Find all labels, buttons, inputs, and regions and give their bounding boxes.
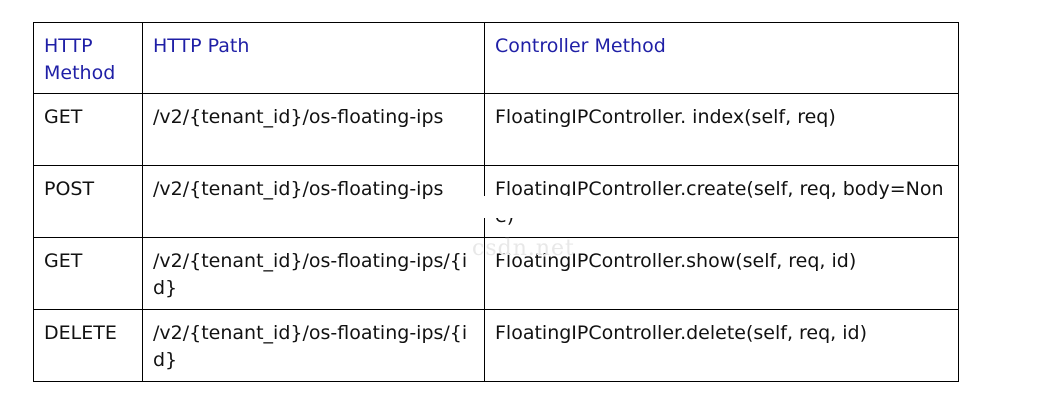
controller-text: FloatingIPController. index(self, req) (495, 106, 836, 128)
table-row: GET /v2/{tenant_id}/os-floating-ips/{id}… (33, 237, 959, 310)
routes-table: HTTP Method HTTP Path Controller Method … (33, 22, 959, 382)
cell-controller: FloatingIPController.delete(self, req, i… (484, 309, 959, 382)
cell-controller: FloatingIPController. index(self, req) (484, 93, 959, 166)
cell-method: GET (33, 237, 143, 310)
controller-text: FloatingIPController.delete(self, req, i… (495, 322, 868, 344)
cell-path: /v2/{tenant_id}/os-floating-ips (142, 93, 485, 166)
cell-controller: FloatingIPController.show(self, req, id) (484, 237, 959, 310)
table-header-row: HTTP Method HTTP Path Controller Method (33, 22, 959, 94)
path-text: /v2/{tenant_id}/os-floating-ips/{id} (153, 322, 468, 371)
cell-method: DELETE (33, 309, 143, 382)
table-row: DELETE /v2/{tenant_id}/os-floating-ips/{… (33, 309, 959, 382)
cell-path: /v2/{tenant_id}/os-floating-ips/{id} (142, 237, 485, 310)
border-gap (484, 196, 592, 218)
cell-path: /v2/{tenant_id}/os-floating-ips/{id} (142, 309, 485, 382)
cell-method: POST (33, 165, 143, 238)
path-text: /v2/{tenant_id}/os-floating-ips (153, 178, 444, 200)
header-controller-method: Controller Method (484, 22, 959, 94)
table-row: GET /v2/{tenant_id}/os-floating-ips Floa… (33, 93, 959, 166)
header-http-method: HTTP Method (33, 22, 143, 94)
path-text: /v2/{tenant_id}/os-floating-ips/{id} (153, 250, 468, 299)
header-http-path: HTTP Path (142, 22, 485, 94)
cell-path: /v2/{tenant_id}/os-floating-ips (142, 165, 485, 238)
path-text: /v2/{tenant_id}/os-floating-ips (153, 106, 444, 128)
cell-method: GET (33, 93, 143, 166)
controller-text: FloatingIPController.show(self, req, id) (495, 250, 857, 272)
